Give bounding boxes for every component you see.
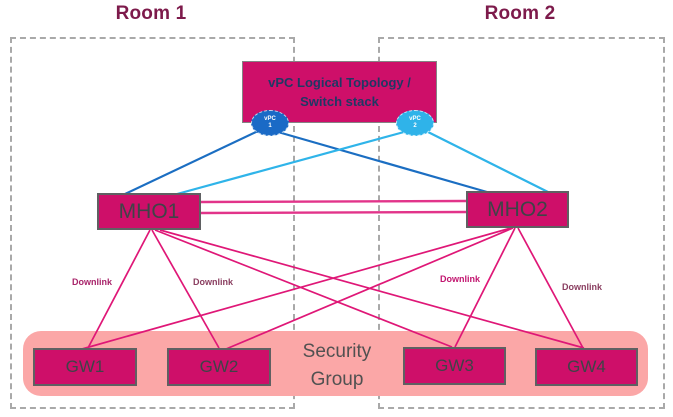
downlink-label-2: Downlink [193,277,233,287]
security-group-line2: Group [310,369,364,390]
mho1-label: MHO1 [118,199,180,223]
gw2-label: GW2 [199,357,239,376]
vpc1-label: vPC [264,116,276,122]
security-group-label: Security Group [277,338,397,394]
security-group-line1: Security [302,341,372,362]
downlink-label-3: Downlink [440,274,480,284]
room2-title: Room 2 [484,3,556,24]
gateway-gw3: GW3 [403,347,506,385]
vpc-box-line1: vPC Logical Topology / [268,75,411,90]
gateway-gw4: GW4 [535,348,638,386]
room1-title: Room 1 [115,3,187,24]
switch-mho1: MHO1 [97,193,201,230]
vpc2-number: 2 [413,123,417,129]
vpc1-number: 1 [268,123,272,129]
gw4-label: GW4 [567,357,606,376]
gateway-gw1: GW1 [33,348,137,386]
vpc-box-line2: Switch stack [300,94,379,109]
downlink-label-4: Downlink [562,282,602,292]
vpc2-node: vPC 2 [396,110,434,136]
gateway-gw2: GW2 [167,348,271,386]
gw3-label: GW3 [435,356,474,375]
gw1-label: GW1 [65,357,105,376]
downlink-label-1: Downlink [72,277,112,287]
vpc1-node: vPC 1 [251,110,289,136]
room2-boundary [378,37,665,409]
mho2-label: MHO2 [487,197,548,221]
vpc2-label: vPC [409,116,421,122]
switch-mho2: MHO2 [466,191,569,228]
room1-boundary [10,37,295,409]
